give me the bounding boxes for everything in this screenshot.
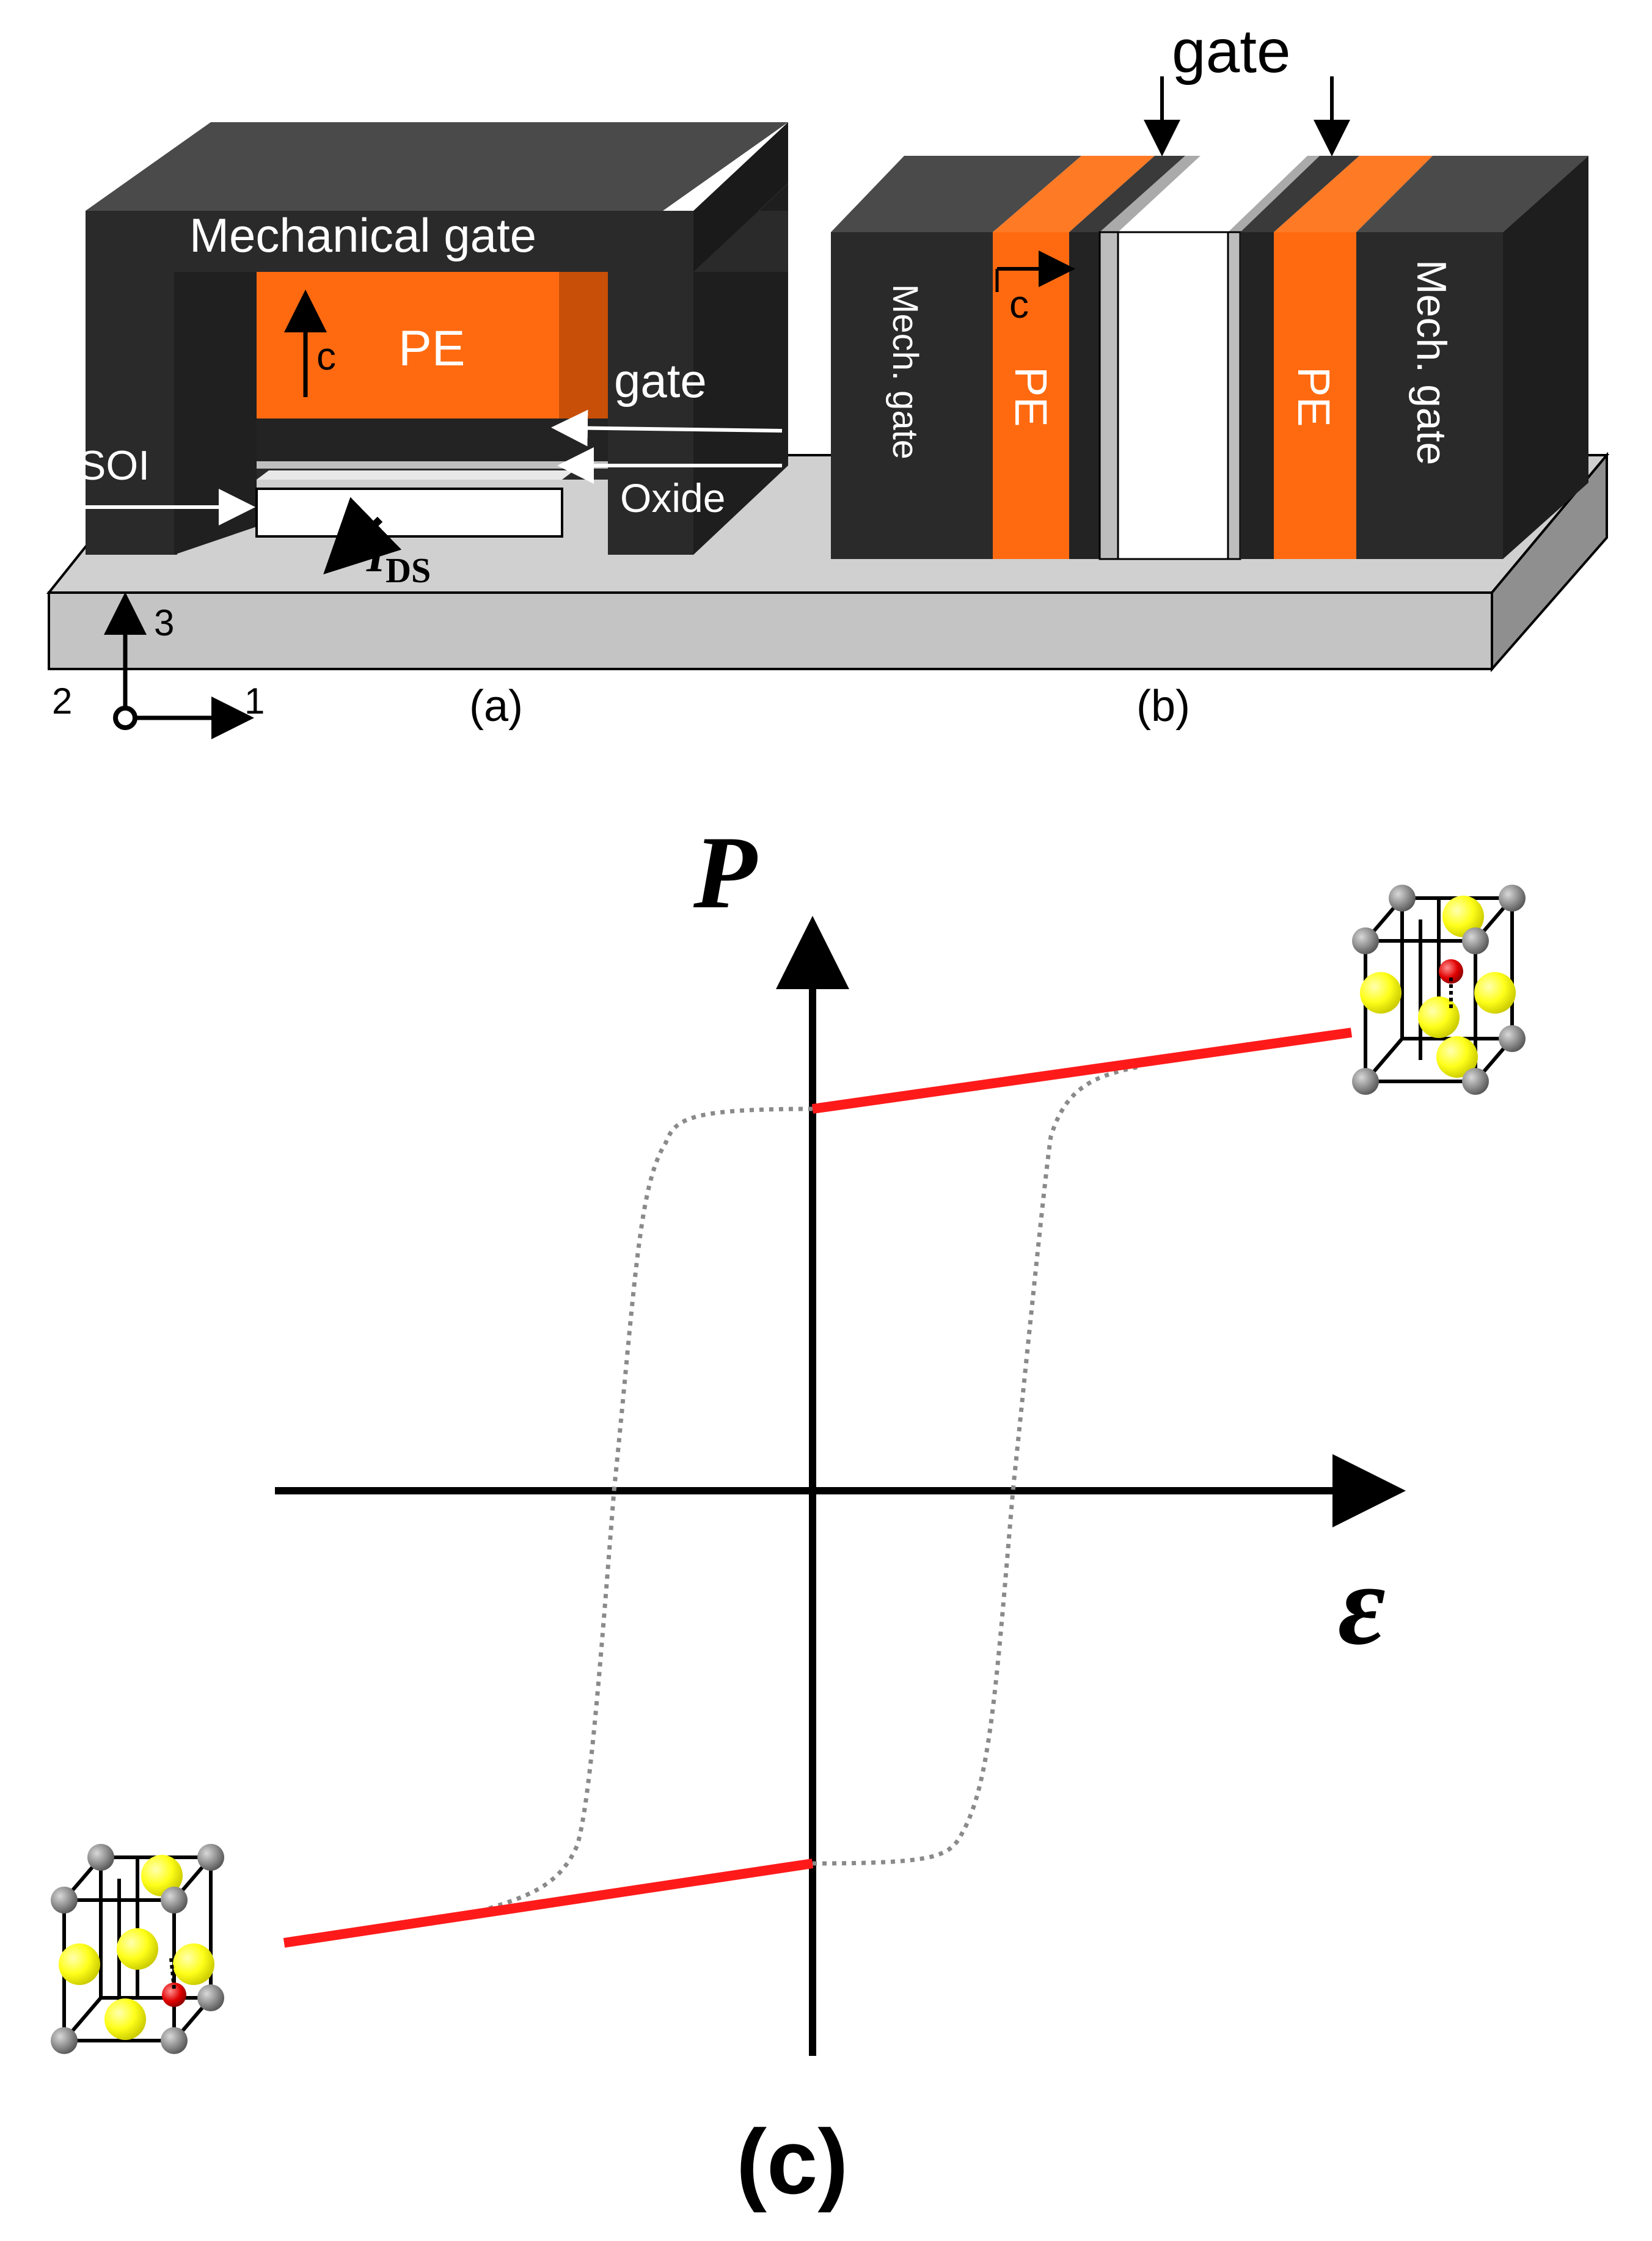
gate-label-a: gate	[614, 354, 707, 408]
gate-label-b: gate	[1172, 17, 1291, 86]
soi-label: SOI	[78, 442, 150, 489]
hysteresis-loop-dotted	[475, 1064, 1143, 1915]
mech-gate-label-right: Mech. gate	[1408, 260, 1455, 465]
axis-3-label: 3	[154, 602, 174, 643]
c-label-b: c	[1009, 282, 1029, 326]
axis-2-label: 2	[52, 681, 72, 722]
oxide-label: Oxide	[620, 475, 725, 521]
pe-label-b-right: PE	[1288, 367, 1339, 427]
ids-label: IDS	[366, 528, 431, 590]
crystal-cell-down	[51, 1844, 224, 2054]
axis-1-label: 1	[244, 681, 265, 722]
x-axis-label: ε	[1338, 1541, 1386, 1669]
pe-label-b-left: PE	[1006, 367, 1056, 427]
pe-label-a: PE	[398, 321, 465, 376]
panel-b-device	[831, 156, 1588, 560]
caption-c: (c)	[736, 2110, 848, 2213]
mech-gate-label-left: Mech. gate	[885, 284, 925, 459]
y-axis-label: P	[693, 815, 758, 930]
caption-b: (b)	[1136, 682, 1190, 731]
c-axis-arrow-b	[995, 250, 1075, 292]
mechanical-gate-label: Mechanical gate	[189, 208, 536, 262]
polarization-branches	[283, 1028, 1353, 1948]
crystal-cell-up	[1352, 885, 1526, 1095]
caption-a: (a)	[469, 682, 523, 731]
c-label-a: c	[316, 334, 336, 378]
ids-current-arrow	[323, 497, 402, 575]
coordinate-indicator	[104, 592, 254, 739]
hysteresis-axes	[275, 916, 1406, 2056]
gate-pointer-arrow	[551, 409, 783, 447]
